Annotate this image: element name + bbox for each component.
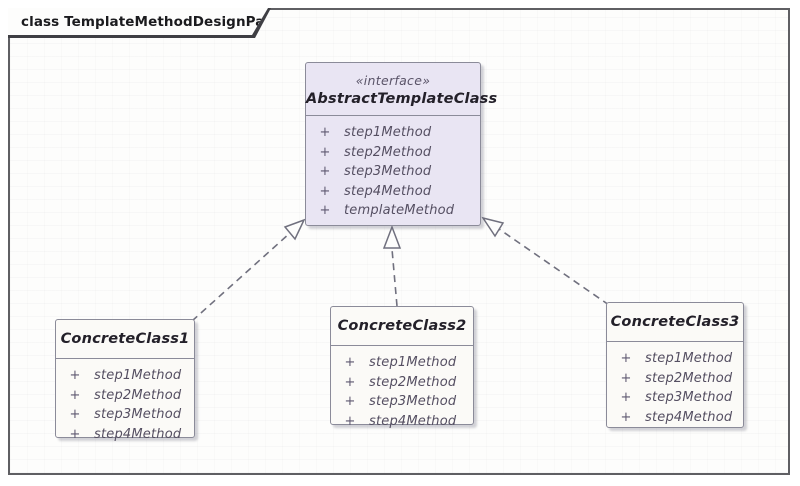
method-name: step1Method xyxy=(369,355,457,371)
method-name: step2Method xyxy=(645,370,733,386)
visibility-marker: + xyxy=(344,413,356,429)
class-header: ConcreteClass1 xyxy=(56,320,194,359)
method-row: + step3Method xyxy=(306,162,480,182)
method-name: step3Method xyxy=(344,164,432,180)
class-method-list: + step1Method + step2Method + step3Metho… xyxy=(607,342,743,431)
method-row: + step4Method xyxy=(607,408,743,428)
visibility-marker: + xyxy=(344,374,356,390)
method-row: + step4Method xyxy=(331,412,473,432)
visibility-marker: + xyxy=(319,144,331,160)
interface-node-abstracttemplateclass[interactable]: «interface» AbstractTemplateClass + step… xyxy=(305,62,498,226)
method-name: step2Method xyxy=(344,144,432,160)
visibility-marker: + xyxy=(69,407,81,423)
method-name: step4Method xyxy=(645,409,733,425)
visibility-marker: + xyxy=(344,355,356,371)
interface-method-list: + step1Method + step2Method + step3Metho… xyxy=(306,116,480,225)
visibility-marker: + xyxy=(319,203,331,219)
visibility-marker: + xyxy=(69,426,81,442)
class-header: ConcreteClass3 xyxy=(607,303,743,342)
visibility-marker: + xyxy=(319,183,331,199)
method-row: + step4Method xyxy=(56,425,194,445)
method-name: step4Method xyxy=(344,183,432,199)
class-method-list: + step1Method + step2Method + step3Metho… xyxy=(56,359,194,448)
class-name: ConcreteClass2 xyxy=(337,318,467,334)
class-method-list: + step1Method + step2Method + step3Metho… xyxy=(331,346,473,435)
visibility-marker: + xyxy=(620,351,632,367)
method-row: + step2Method xyxy=(306,143,480,163)
method-row: + step2Method xyxy=(56,386,194,406)
class-name: ConcreteClass3 xyxy=(610,314,740,330)
class-node-concreteclass3[interactable]: ConcreteClass3 + step1Method + step2Meth… xyxy=(606,302,744,428)
method-row: + step4Method xyxy=(306,182,480,202)
class-node-concreteclass2[interactable]: ConcreteClass2 + step1Method + step2Meth… xyxy=(330,306,474,429)
interface-header: «interface» AbstractTemplateClass xyxy=(306,63,498,116)
visibility-marker: + xyxy=(319,164,331,180)
frame-title-tab: class TemplateMethodDesignPattern xyxy=(8,8,271,38)
method-row: + step3Method xyxy=(56,405,194,425)
method-row: + step1Method xyxy=(607,349,743,369)
class-name: ConcreteClass1 xyxy=(60,331,190,347)
method-row: + templateMethod xyxy=(306,201,480,221)
method-name: templateMethod xyxy=(344,203,455,219)
class-node-concreteclass1[interactable]: ConcreteClass1 + step1Method + step2Meth… xyxy=(55,319,195,442)
method-name: step4Method xyxy=(94,426,182,442)
class-header: ConcreteClass2 xyxy=(331,307,473,346)
frame-title-tab-face: class TemplateMethodDesignPattern xyxy=(8,8,268,35)
method-row: + step3Method xyxy=(607,388,743,408)
method-name: step1Method xyxy=(645,351,733,367)
method-name: step1Method xyxy=(344,125,432,141)
visibility-marker: + xyxy=(319,125,331,141)
frame-title: class TemplateMethodDesignPattern xyxy=(21,13,304,30)
method-row: + step1Method xyxy=(56,366,194,386)
method-name: step3Method xyxy=(369,394,457,410)
interface-name: AbstractTemplateClass xyxy=(306,91,498,107)
method-name: step3Method xyxy=(645,390,733,406)
method-name: step3Method xyxy=(94,407,182,423)
method-name: step1Method xyxy=(94,368,182,384)
method-row: + step1Method xyxy=(306,123,480,143)
method-name: step2Method xyxy=(369,374,457,390)
method-row: + step3Method xyxy=(331,392,473,412)
method-name: step2Method xyxy=(94,387,182,403)
method-row: + step2Method xyxy=(331,373,473,393)
visibility-marker: + xyxy=(69,368,81,384)
visibility-marker: + xyxy=(620,370,632,386)
method-row: + step2Method xyxy=(607,369,743,389)
method-row: + step1Method xyxy=(331,353,473,373)
visibility-marker: + xyxy=(344,394,356,410)
method-name: step4Method xyxy=(369,413,457,429)
visibility-marker: + xyxy=(620,390,632,406)
visibility-marker: + xyxy=(69,387,81,403)
interface-stereotype: «interface» xyxy=(355,73,431,88)
visibility-marker: + xyxy=(620,409,632,425)
